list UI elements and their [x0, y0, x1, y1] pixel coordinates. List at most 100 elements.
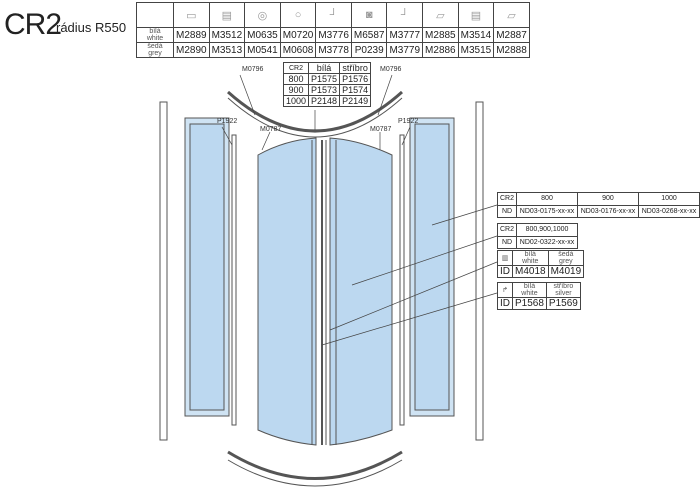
callout-m0796-left: M0796 — [242, 66, 264, 73]
line — [401, 126, 411, 146]
table-cell: 900 — [282, 84, 310, 96]
part-icon: ┘ — [386, 2, 424, 28]
table-cell: M2889 — [173, 27, 210, 43]
span: white — [522, 258, 539, 265]
part-icon: ┘ — [315, 2, 352, 28]
table-cell: stříbro — [339, 62, 372, 74]
line — [351, 235, 498, 286]
g — [221, 74, 498, 346]
table-cell: M3777 — [386, 27, 424, 43]
table-cell: M4019 — [547, 265, 585, 278]
table-cell: ND02-0322-xx-xx — [516, 235, 579, 249]
right-door — [329, 137, 393, 446]
right-gasket — [399, 134, 405, 426]
part-icon: ▤ — [208, 2, 246, 28]
table-cell: M3779 — [386, 42, 424, 58]
part-icon: ◙ — [350, 2, 388, 28]
rect — [189, 123, 225, 411]
table-cell: 800,900,1000 — [516, 223, 579, 237]
part-icon: ▭ — [173, 2, 210, 28]
top-rail — [226, 90, 404, 133]
table-cell: M6587 — [350, 27, 388, 43]
left-door — [257, 137, 317, 446]
table-cell: 1000 — [637, 192, 700, 206]
line — [431, 204, 498, 226]
right-wall-profile — [475, 101, 484, 441]
span: white — [521, 290, 538, 297]
table-cell — [136, 2, 174, 28]
table-cell: M4018 — [512, 265, 549, 278]
table-cell: M0635 — [244, 27, 281, 43]
line — [377, 74, 393, 116]
table-cell: M3515 — [457, 42, 495, 58]
table-cell: M3778 — [315, 42, 352, 58]
table-cell: 1000 — [282, 95, 310, 107]
callout-m0787-right: M0787 — [370, 126, 392, 133]
table-cell: P1569 — [545, 297, 581, 310]
bottom-track — [227, 450, 403, 480]
path — [227, 459, 403, 487]
part-icon: ▤ — [457, 2, 495, 28]
table-cell: M3512 — [208, 27, 246, 43]
callout-m0787-left: M0787 — [260, 126, 282, 133]
model-subtitle: rádius R550 — [56, 20, 127, 35]
table-cell: P1568 — [512, 297, 547, 310]
span: grey — [559, 258, 573, 265]
line — [261, 131, 271, 151]
table-cell: ID — [497, 297, 513, 310]
model-title: CR2 — [4, 8, 62, 41]
table-cell: 800 — [282, 73, 310, 85]
span: bílá — [524, 251, 536, 258]
rect — [414, 123, 450, 411]
table-cell: M2890 — [173, 42, 210, 58]
table-cell: bílá — [308, 62, 341, 74]
line — [239, 74, 256, 116]
table-cell: M0541 — [244, 42, 281, 58]
span: bílá — [149, 28, 161, 35]
part-icon: ▱ — [493, 2, 530, 28]
seal-icon: ▥ — [497, 250, 513, 266]
table-cell: ND03-0175-xx-xx — [516, 204, 578, 218]
table-cell: 900 — [577, 192, 639, 206]
span: šedá — [558, 251, 574, 258]
callout-p1922-left: P1922 — [217, 118, 238, 125]
part-icon: ▱ — [422, 2, 459, 28]
table-cell: M2887 — [493, 27, 530, 43]
callout-p1922-right: P1922 — [398, 118, 419, 125]
table-cell: P1573 — [308, 84, 341, 96]
table-cell: M2885 — [422, 27, 459, 43]
table-cell: ND — [496, 204, 518, 218]
table-cell: P1574 — [339, 84, 372, 96]
part-icon: ◎ — [244, 2, 281, 28]
table-cell: ND — [496, 235, 518, 249]
span: šedá — [147, 43, 163, 50]
table-cell: P1576 — [339, 73, 372, 85]
table-cell: M2886 — [422, 42, 459, 58]
line — [221, 126, 233, 146]
table-cell: ND03-0268-xx-xx — [637, 204, 700, 218]
